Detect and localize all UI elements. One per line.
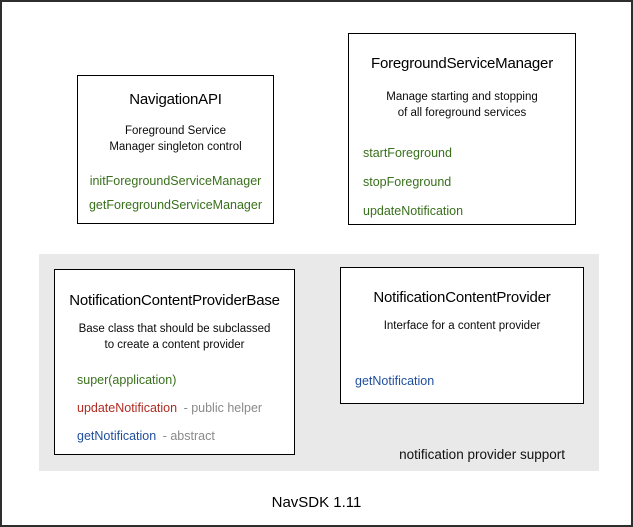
description-line: Interface for a content provider <box>383 320 541 332</box>
description-line: Manager singleton control <box>109 141 242 154</box>
method-suffix: - abstract <box>162 429 215 444</box>
method-item: initForegroundServiceManager <box>89 174 262 189</box>
method-suffix: - public helper <box>183 401 263 416</box>
foreground-service-manager-box: ForegroundServiceManager Manage starting… <box>348 33 576 225</box>
box-title: NavigationAPI <box>129 91 222 108</box>
method-item: stopForeground <box>363 175 452 190</box>
box-title: NotificationContentProvider <box>373 289 551 306</box>
box-title: ForegroundServiceManager <box>371 55 553 72</box>
box-title: NotificationContentProviderBase <box>69 292 280 309</box>
method-name: super(application) <box>77 373 177 388</box>
method-item: getNotification - abstract <box>77 429 294 444</box>
method-item: startForeground <box>363 146 452 161</box>
box-description: Base class that should be subclassed to … <box>55 321 294 353</box>
method-item: updateNotification <box>363 204 464 219</box>
method-item: super(application) <box>77 373 294 388</box>
method-list: getNotification <box>341 374 583 389</box>
method-list: startForeground stopForeground updateNot… <box>349 146 575 219</box>
method-list: initForegroundServiceManager getForegrou… <box>78 174 273 213</box>
description-line: Base class that should be subclassed <box>78 323 271 335</box>
notification-content-provider-base-box: NotificationContentProviderBase Base cla… <box>54 269 295 455</box>
method-item: getForegroundServiceManager <box>88 198 263 213</box>
box-description: Manage starting and stopping of all fore… <box>349 89 575 121</box>
panel-label: notification provider support <box>399 447 565 462</box>
box-description: Interface for a content provider <box>341 318 583 334</box>
method-name: updateNotification <box>77 401 178 416</box>
method-name: getNotification <box>77 429 157 444</box>
description-line: Foreground Service <box>125 125 226 137</box>
method-list: super(application) updateNotification - … <box>55 373 294 444</box>
navigation-api-box: NavigationAPI Foreground Service Manager… <box>77 75 274 224</box>
description-line: to create a content provider <box>104 339 245 352</box>
diagram-caption: NavSDK 1.11 <box>271 494 362 511</box>
method-name: getNotification <box>355 374 435 389</box>
method-item: getNotification <box>355 374 583 389</box>
notification-content-provider-box: NotificationContentProvider Interface fo… <box>340 267 584 404</box>
description-line: Manage starting and stopping <box>386 91 538 103</box>
description-line: of all foreground services <box>397 107 527 120</box>
box-description: Foreground Service Manager singleton con… <box>78 123 273 155</box>
method-item: updateNotification - public helper <box>77 401 294 416</box>
